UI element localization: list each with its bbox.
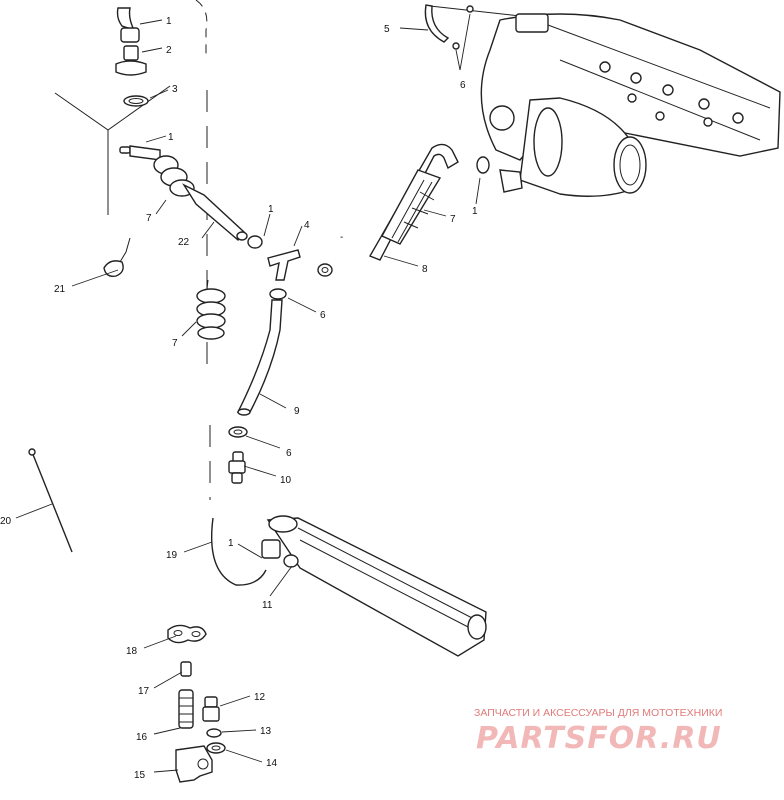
callout-6-lower: 6 xyxy=(286,448,292,459)
watermark-tagline: ЗАПЧАСТИ И АКСЕССУАРЫ ДЛЯ МОТОТЕХНИКИ xyxy=(474,707,722,719)
callout-10: 10 xyxy=(280,475,292,486)
callout-20: 20 xyxy=(0,516,12,527)
callout-1-hose-end: 1 xyxy=(166,16,172,27)
watermark-brand: PARTSFOR.RU xyxy=(476,721,722,756)
callout-1-primer: 1 xyxy=(168,132,174,143)
callout-11: 11 xyxy=(262,600,273,611)
hose-8 xyxy=(368,143,490,261)
lower-small-parts xyxy=(167,624,226,783)
callout-1-return: 1 xyxy=(228,538,234,549)
callout-15: 15 xyxy=(134,770,146,781)
callout-dash: - xyxy=(340,232,343,243)
callout-19: 19 xyxy=(166,550,178,561)
callout-labels: 1 2 3 1 7 22 1 4 - 21 6 7 9 6 10 20 19 1… xyxy=(0,16,478,781)
clamp-21 xyxy=(103,237,131,278)
leader-lines xyxy=(15,13,481,773)
bellow-sleeve xyxy=(196,279,226,340)
callout-2: 2 xyxy=(166,45,172,56)
callout-1-clip: 1 xyxy=(268,204,274,215)
callout-7-primer-sleeve: 7 xyxy=(146,213,152,224)
callout-7-braided: 7 xyxy=(450,214,456,225)
callout-6-engine: 6 xyxy=(460,80,466,91)
callout-13: 13 xyxy=(260,726,272,737)
fuel-rail xyxy=(261,515,487,657)
return-line-19 xyxy=(210,517,267,586)
t-fitting xyxy=(267,249,333,281)
callout-16: 16 xyxy=(136,732,148,743)
fitting-10 xyxy=(228,451,246,484)
callout-21: 21 xyxy=(54,284,66,295)
callout-6-upper: 6 xyxy=(320,310,326,321)
callout-22: 22 xyxy=(178,237,190,248)
callout-4: 4 xyxy=(304,220,310,231)
engine-assembly xyxy=(424,4,781,197)
callout-1-engine: 1 xyxy=(472,206,478,217)
watermark: ЗАПЧАСТИ И АКСЕССУАРЫ ДЛЯ МОТОТЕХНИКИ PA… xyxy=(474,707,722,756)
callout-3: 3 xyxy=(172,84,178,95)
callout-8: 8 xyxy=(422,264,428,275)
hose-9 xyxy=(228,288,287,438)
callout-12: 12 xyxy=(254,692,266,703)
callout-17: 17 xyxy=(138,686,150,697)
primer-hose-assembly xyxy=(119,145,263,249)
callout-5: 5 xyxy=(384,24,390,35)
callout-7-bellow: 7 xyxy=(172,338,178,349)
callout-14: 14 xyxy=(266,758,278,769)
rod-20 xyxy=(28,448,73,553)
callout-18: 18 xyxy=(126,646,138,657)
upper-hose-fittings xyxy=(115,7,149,107)
callout-9: 9 xyxy=(294,406,300,417)
